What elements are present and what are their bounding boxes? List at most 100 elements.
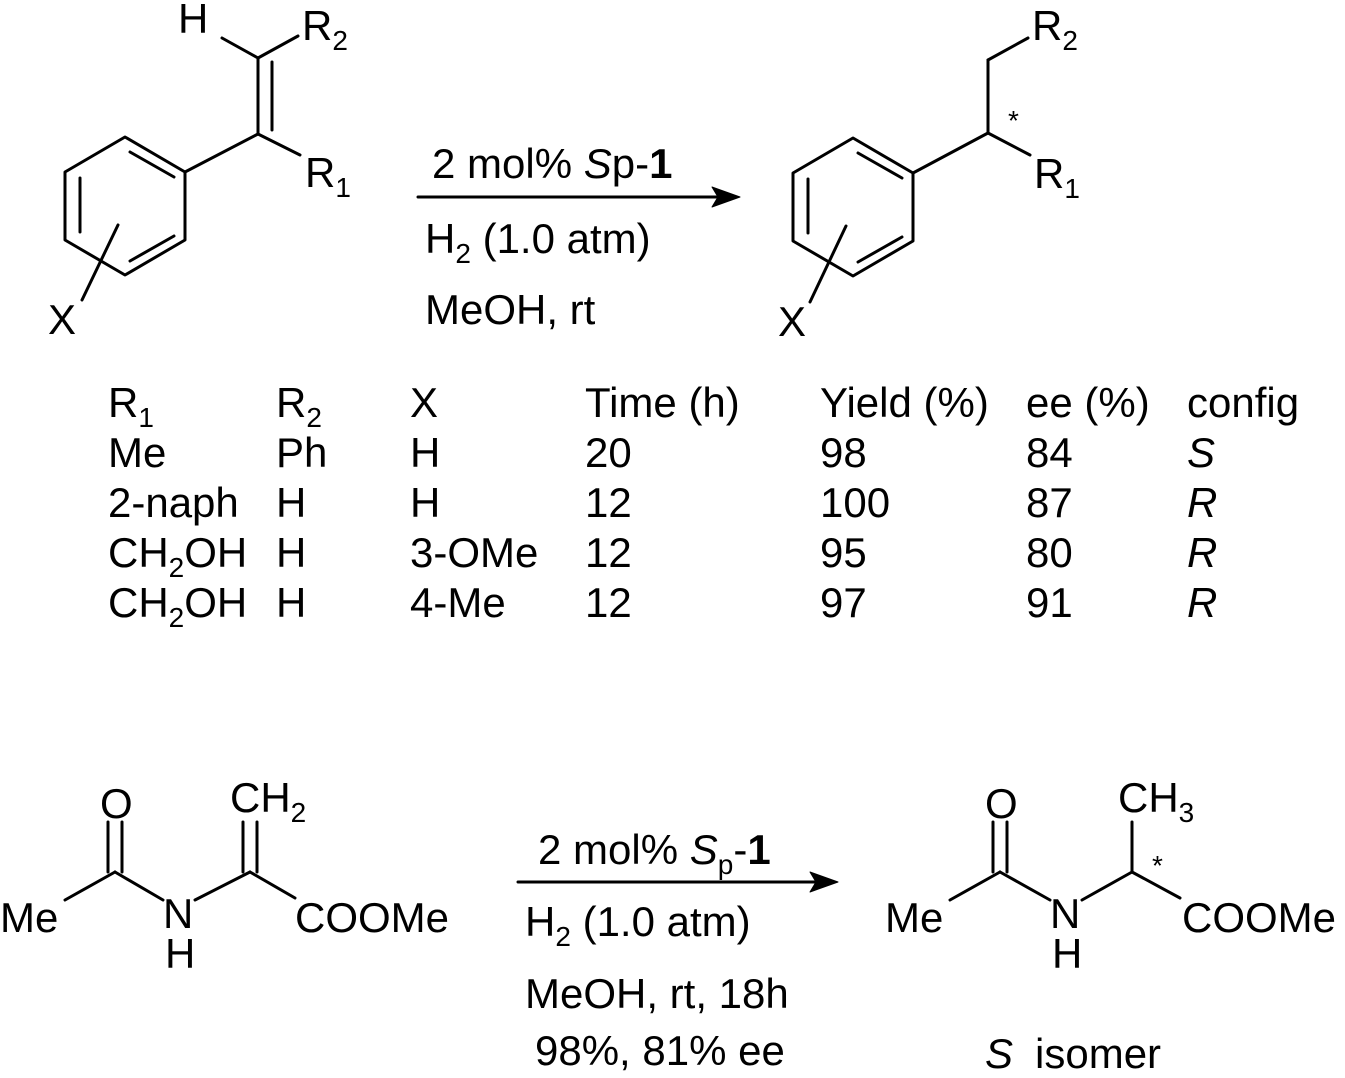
cell-time: 12 [585,529,632,576]
table-row: CH2OH H 4-Me 12 97 91 R [108,579,1217,633]
ester-label: COOMe [295,894,449,941]
amide-n-label: N [163,890,193,937]
r1-label: R1 [1034,150,1080,204]
benzene-ring-outline [791,136,915,278]
cell-r2: H [276,479,306,526]
x-substituent-bond [808,224,848,304]
n-stereocenter-bond [1080,870,1134,902]
methyl-label: Me [0,894,58,941]
r1-label: R1 [305,149,351,203]
table-row: 2-naph H H 12 100 87 R [108,479,1217,526]
cell-time: 20 [585,429,632,476]
reaction-arrow-1 [416,186,741,208]
carbonyl-n-bond [998,870,1052,902]
vinyl-h-label: H [178,0,208,42]
condition-solvent: MeOH, rt [425,286,596,333]
styrene-reactant: H R2 R1 X [48,0,351,343]
cell-config: R [1187,479,1217,526]
vinyl-r2-bond [256,34,300,60]
aryl-vinyl-bond [183,132,260,174]
ester-label: COOMe [1182,894,1336,941]
vinyl-h-bond [220,36,260,60]
methyl-label: Me [885,894,943,941]
table-header-ee: ee (%) [1026,379,1150,426]
ch2-r2-bond [986,36,1030,62]
cell-time: 12 [585,579,632,626]
table-header-time: Time (h) [585,379,740,426]
benzene-ring-outline [63,135,187,277]
dehydroalanine-reactant: O Me N H CH2 COOMe [0,774,449,977]
table-header-r1: R1 [108,379,154,433]
results-table: R1 R2 X Time (h) Yield (%) ee (%) config… [108,379,1299,633]
cell-r1: CH2OH [108,529,247,583]
condition-yield-ee: 98%, 81% ee [535,1027,785,1074]
x-label: X [48,296,76,343]
cell-config: R [1187,529,1217,576]
carbonyl-o-label: O [985,780,1018,827]
cell-ee: 87 [1026,479,1073,526]
r2-label: R2 [302,2,348,56]
stereocenter-asterisk: * [1008,105,1019,136]
ring-double-bond [856,235,904,264]
stereocenter-r1-bond [986,131,1032,157]
cell-yield: 95 [820,529,867,576]
cell-x: 4-Me [410,579,506,626]
amide-h-label: H [1052,930,1082,977]
cell-r1: 2-naph [108,479,239,526]
table-header-x: X [410,379,438,426]
condition-catalyst: 2 mol% Sp-1 [432,140,672,187]
methyl-ch3-label: CH3 [1118,774,1194,828]
vinyl-r1-bond [256,132,302,157]
cell-yield: 97 [820,579,867,626]
cell-yield: 100 [820,479,890,526]
cell-config: R [1187,579,1217,626]
hydrogenated-product: * R2 R1 X [778,2,1080,345]
ring-double-bond [128,234,176,263]
table-header-config: config [1187,379,1299,426]
table-header-row: R1 R2 X Time (h) Yield (%) ee (%) config [108,379,1299,433]
methylene-label: CH2 [230,774,306,828]
cell-config: S [1187,429,1215,476]
vinyl-ester-bond [248,870,297,900]
table-row: CH2OH H 3-OMe 12 95 80 R [108,529,1217,583]
cell-time: 12 [585,479,632,526]
condition-catalyst: 2 mol% Sp-1 [538,826,771,880]
table-header-yield: Yield (%) [820,379,989,426]
me-carbonyl-bond [948,870,1002,902]
stereocenter-asterisk: * [1152,850,1163,881]
amide-h-label: H [165,930,195,977]
cell-r1: CH2OH [108,579,247,633]
cell-r1: Me [108,429,166,476]
cell-x: H [410,479,440,526]
cell-ee: 80 [1026,529,1073,576]
cell-x: H [410,429,440,476]
table-header-r2: R2 [276,379,322,433]
carbonyl-n-bond [113,870,165,902]
cell-r2: H [276,579,306,626]
r2-label: R2 [1032,2,1078,56]
cell-yield: 98 [820,429,867,476]
condition-hydrogen: H2 (1.0 atm) [525,898,751,952]
me-carbonyl-bond [63,870,117,902]
amide-n-label: N [1050,890,1080,937]
table-row: Me Ph H 20 98 84 S [108,429,1215,476]
stereocenter-ester-bond [1130,870,1182,900]
carbonyl-o-label: O [100,780,133,827]
ring-double-bond [856,151,904,180]
cell-r2: Ph [276,429,327,476]
cell-x: 3-OMe [410,529,538,576]
condition-solvent-time: MeOH, rt, 18h [525,970,789,1017]
cell-r2: H [276,529,306,576]
n-vinyl-bond [193,870,252,902]
cell-ee: 84 [1026,429,1073,476]
x-substituent-bond [80,223,120,302]
ring-double-bond [128,150,176,179]
cell-ee: 91 [1026,579,1073,626]
condition-hydrogen: H2 (1.0 atm) [425,215,651,269]
aryl-stereocenter-bond [911,131,990,175]
reaction-arrow-2 [516,871,839,893]
x-label: X [778,298,806,345]
